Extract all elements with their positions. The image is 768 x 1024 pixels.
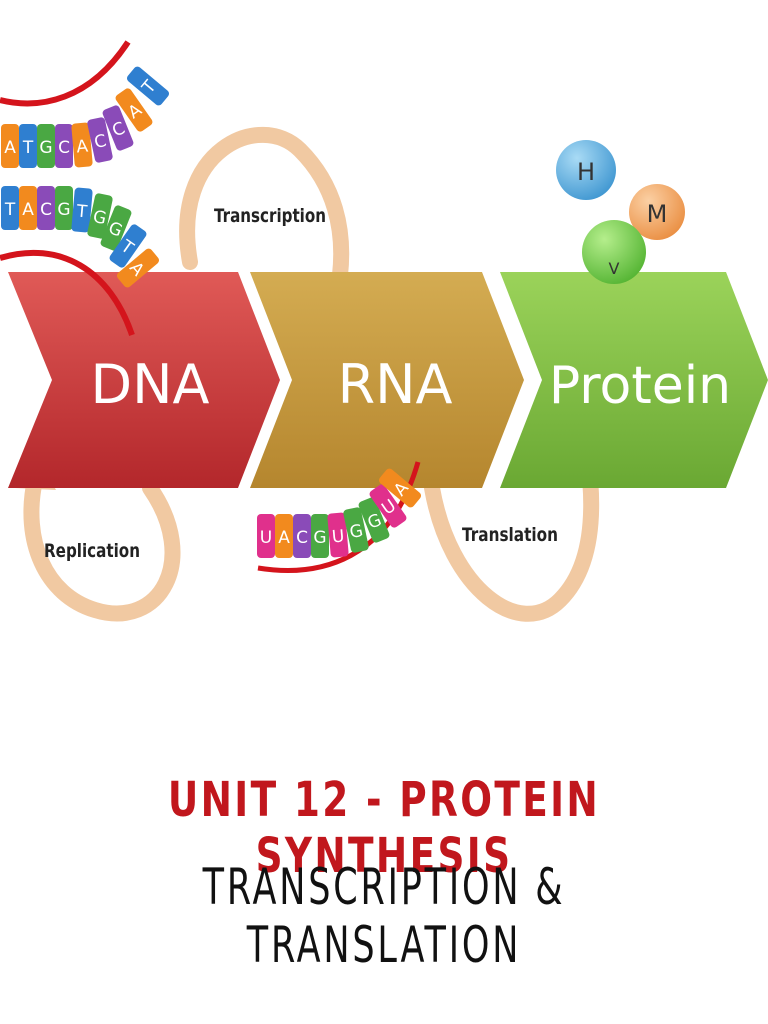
svg-text:U: U xyxy=(331,526,345,547)
dna-top-base-0: A xyxy=(1,124,19,168)
rna-base-5: G xyxy=(343,507,369,553)
replication-label: Replication xyxy=(44,540,140,562)
dna-bottom-base-3: G xyxy=(55,186,73,230)
amino-acid-v-letter: V xyxy=(609,259,620,278)
slide-subtitle: TRANSCRIPTION & TRANSLATION xyxy=(202,858,566,974)
dna-top-base-4: A xyxy=(71,122,93,168)
svg-text:G: G xyxy=(39,138,52,158)
dna-top-base-3: C xyxy=(55,124,73,168)
dna-bottom-base-7: T xyxy=(109,224,147,268)
rna-base-3: G xyxy=(311,514,329,558)
transcription-label: Transcription xyxy=(214,205,326,227)
rna-base-4: U xyxy=(327,512,349,558)
svg-text:C: C xyxy=(40,200,52,220)
svg-text:C: C xyxy=(296,528,308,548)
dna-bottom-base-5: G xyxy=(87,193,113,239)
dna-top-base-5: C xyxy=(87,117,113,163)
amino-acid-v xyxy=(582,220,646,284)
dna-top-base-6: C xyxy=(102,105,134,151)
svg-text:G: G xyxy=(313,528,326,548)
protein-label: Protein xyxy=(549,356,731,416)
rna-base-6: G xyxy=(358,497,390,543)
svg-text:C: C xyxy=(58,138,70,158)
svg-text:A: A xyxy=(76,136,90,157)
dna-bottom-base-0: T xyxy=(1,186,19,230)
dna-label: DNA xyxy=(91,353,210,416)
dna-bottom-base-1: A xyxy=(19,186,37,230)
svg-text:T: T xyxy=(22,138,34,158)
rna-base-0: U xyxy=(257,514,275,558)
dna-top-base-1: T xyxy=(19,124,37,168)
dna-bottom-base-2: C xyxy=(37,186,55,230)
translation-label: Translation xyxy=(462,524,558,546)
svg-text:A: A xyxy=(278,528,290,548)
rna-label: RNA xyxy=(338,353,453,416)
svg-text:U: U xyxy=(260,528,272,548)
dna-top-base-2: G xyxy=(37,124,55,168)
svg-text:A: A xyxy=(22,200,34,220)
dna-bottom-base-4: T xyxy=(71,187,93,233)
dna-top-base-8: T xyxy=(126,66,170,106)
amino-acid-h xyxy=(556,140,616,200)
amino-acid-m-letter: M xyxy=(647,200,668,228)
svg-text:G: G xyxy=(348,521,365,543)
amino-acid-h-letter: H xyxy=(577,158,595,186)
rna-base-7: U xyxy=(369,484,407,528)
amino-acid-chain: H M V xyxy=(556,140,685,284)
rna-base-2: C xyxy=(293,514,311,558)
svg-text:G: G xyxy=(57,200,70,220)
slide-title: UNIT 12 - PROTEIN SYNTHESIS xyxy=(167,772,601,884)
amino-acid-m xyxy=(629,184,685,240)
svg-text:T: T xyxy=(75,201,89,222)
dna-chevron xyxy=(8,272,280,488)
protein-chevron xyxy=(500,272,768,488)
svg-text:G: G xyxy=(91,207,108,229)
dna-bottom-base-8: A xyxy=(116,248,160,288)
rna-base-1: A xyxy=(275,514,293,558)
svg-text:C: C xyxy=(93,131,109,153)
rna-chevron xyxy=(250,272,524,488)
svg-text:T: T xyxy=(4,200,16,220)
dna-top-base-7: A xyxy=(115,88,153,132)
svg-text:A: A xyxy=(4,138,16,158)
rna-base-8: A xyxy=(378,468,422,508)
dna-bottom-base-6: G xyxy=(100,205,132,251)
